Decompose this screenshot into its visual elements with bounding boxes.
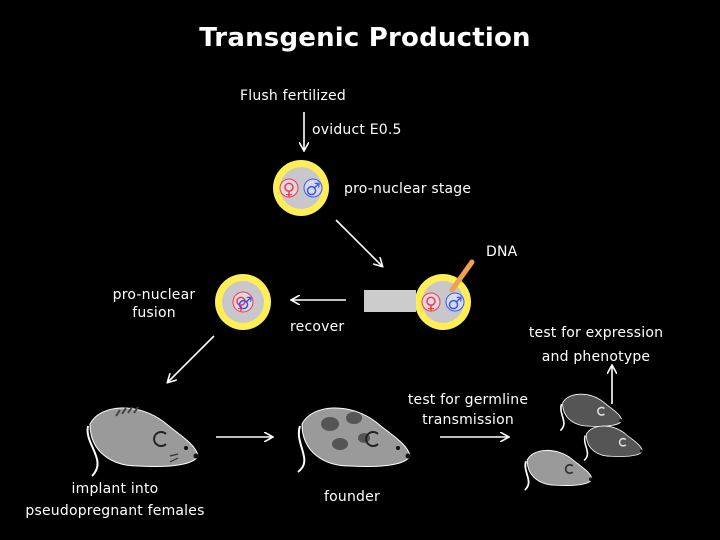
- label-test-germline: test for germline transmission: [388, 390, 548, 430]
- label-oviduct: oviduct E0.5: [312, 122, 402, 138]
- mouse-pseudopregnant-icon: [86, 406, 199, 477]
- label-line: test for germline: [407, 392, 529, 408]
- label-pronuclear-stage: pro-nuclear stage: [344, 181, 472, 197]
- arrow-to-implant: [168, 335, 215, 382]
- mouse-founder-icon: [297, 407, 411, 473]
- female-pronucleus-symbol: ♀: [425, 294, 437, 314]
- embryo-fused: ♀ ♂: [215, 274, 271, 330]
- label-line: fusion: [132, 305, 176, 321]
- mouse-progeny-icon: [559, 393, 623, 432]
- label-dna: DNA: [486, 244, 518, 260]
- label-flush-fertilized: Flush fertilized: [240, 88, 346, 104]
- label-test-expression: test for expression and phenotype: [506, 321, 686, 369]
- male-pronucleus-symbol: ♂: [237, 294, 252, 314]
- mouse-progeny-icon: [583, 425, 643, 461]
- diagram-title: Transgenic Production: [199, 23, 531, 53]
- label-implant: implant into pseudopregnant females: [0, 478, 230, 522]
- label-line: pro-nuclear: [112, 287, 196, 303]
- mouse-progeny-icon: [524, 449, 593, 491]
- injection-needle-icon: [449, 259, 475, 293]
- label-line: and phenotype: [541, 349, 651, 365]
- female-pronucleus-symbol: ♀: [283, 180, 295, 200]
- female-pronucleus-symbol: ♀: [235, 294, 247, 314]
- label-line: transmission: [422, 412, 514, 428]
- label-recover: recover: [290, 319, 345, 335]
- embryo-injected: ♀ ♂: [415, 274, 471, 330]
- label-pronuclear-fusion: pro-nuclear fusion: [98, 286, 210, 322]
- holding-pipette: [364, 290, 416, 312]
- label-founder: founder: [324, 489, 380, 505]
- arrow-to-injection: [335, 219, 382, 266]
- embryo-pronuclear-stage: ♀ ♂: [273, 160, 329, 216]
- label-line: implant into: [71, 481, 159, 497]
- male-pronucleus-symbol: ♂: [447, 294, 462, 314]
- male-pronucleus-symbol: ♂: [305, 180, 320, 200]
- label-line: test for expression: [528, 325, 664, 341]
- label-line: pseudopregnant females: [25, 503, 205, 519]
